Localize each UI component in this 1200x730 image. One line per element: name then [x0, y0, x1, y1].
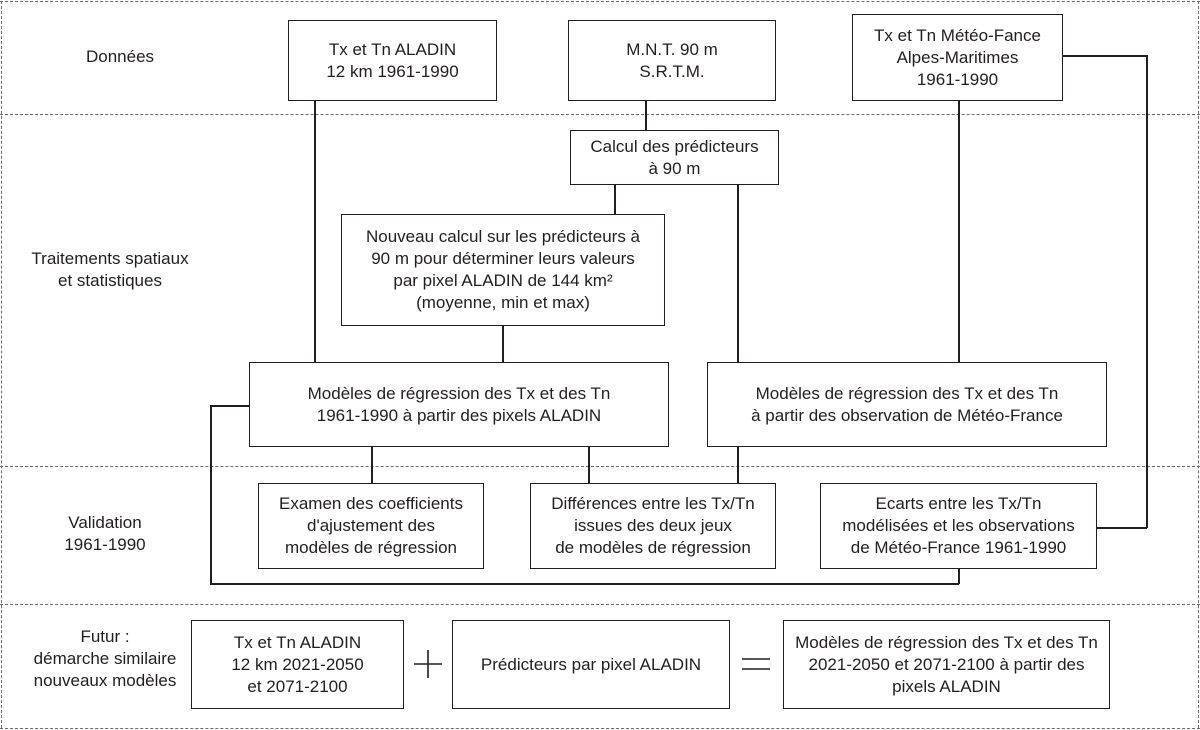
frame-right-border: [1198, 1, 1199, 728]
connector-calcul-to-modeles-meteo: [737, 184, 739, 363]
box-predicteurs-pixel: Prédicteurs par pixel ALADIN: [452, 620, 730, 709]
frame-bottom-border: [0, 728, 1200, 729]
connector-nouveau-to-modeles-aladin: [502, 325, 504, 363]
connector-meteo-data-right-v: [1146, 55, 1148, 528]
connector-meteo-data-right-h: [1003, 55, 1147, 57]
section-divider-2: [0, 466, 1200, 467]
section-label-futur: Futur : démarche similaire nouveaux modè…: [33, 627, 177, 690]
connector-modeles-aladin-to-examen: [371, 446, 373, 484]
plus-icon: [414, 650, 442, 678]
connector-loop-top: [210, 405, 250, 407]
connector-loop-left: [210, 405, 212, 584]
connector-aladin-to-modeles: [314, 100, 316, 363]
connector-calcul-to-nouveau: [614, 184, 616, 215]
section-divider-1: [0, 114, 1200, 115]
section-divider-3: [0, 604, 1200, 605]
equals-icon: [742, 658, 770, 670]
connector-meteo-data-to-ecarts: [1096, 527, 1147, 529]
section-label-traitements: Traitements spatiaux et statistiques: [31, 249, 189, 290]
frame-top-border: [0, 1, 1200, 2]
connector-loop-bottom: [210, 583, 959, 585]
connector-mnt-to-calcul: [645, 100, 647, 131]
connector-modeles-meteo-to-differences: [737, 446, 739, 484]
connector-meteo-data-to-modeles-meteo: [958, 100, 960, 363]
frame-left-border: [1, 1, 2, 728]
section-label-donnees: Données: [85, 47, 155, 66]
section-label-validation: Validation 1961-1990: [64, 513, 146, 554]
connector-modeles-aladin-to-differences: [588, 446, 590, 484]
connector-loop-to-ecarts: [958, 568, 960, 584]
